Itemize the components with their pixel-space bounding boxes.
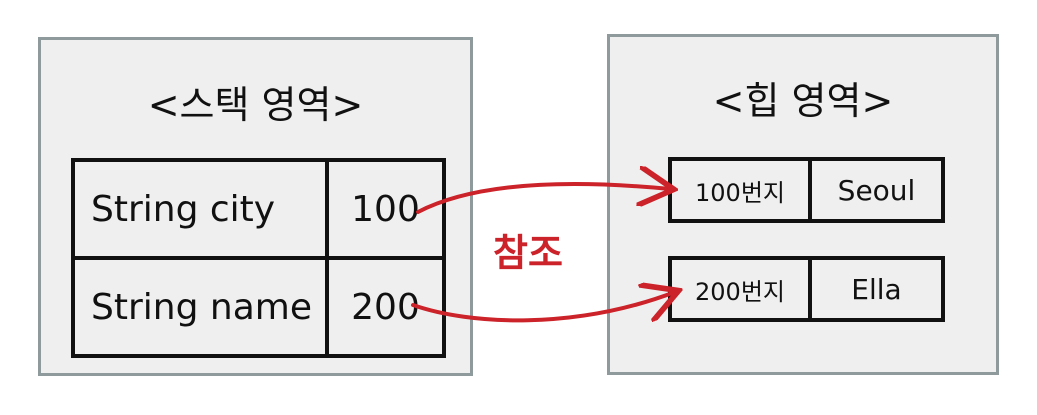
heap-value-seoul: Seoul: [808, 157, 945, 223]
heap-area-title: <힙 영역>: [712, 79, 894, 123]
heap-object-200: 200번지 Ella: [668, 256, 945, 322]
heap-address-200: 200번지: [668, 256, 812, 322]
stack-area-panel: <스택 영역> String city 100 String name 200: [38, 37, 473, 376]
stack-variable-city: String city: [71, 158, 329, 260]
heap-value-ella: Ella: [808, 256, 945, 322]
stack-variable-name: String name: [71, 256, 329, 358]
arrow-city-to-seoul: [416, 184, 670, 214]
arrow-name-to-ella: [411, 292, 675, 323]
stack-area-title: <스택 영역>: [147, 83, 364, 127]
stack-table: String city 100 String name 200: [71, 158, 446, 358]
reference-label: 참조: [493, 231, 563, 275]
